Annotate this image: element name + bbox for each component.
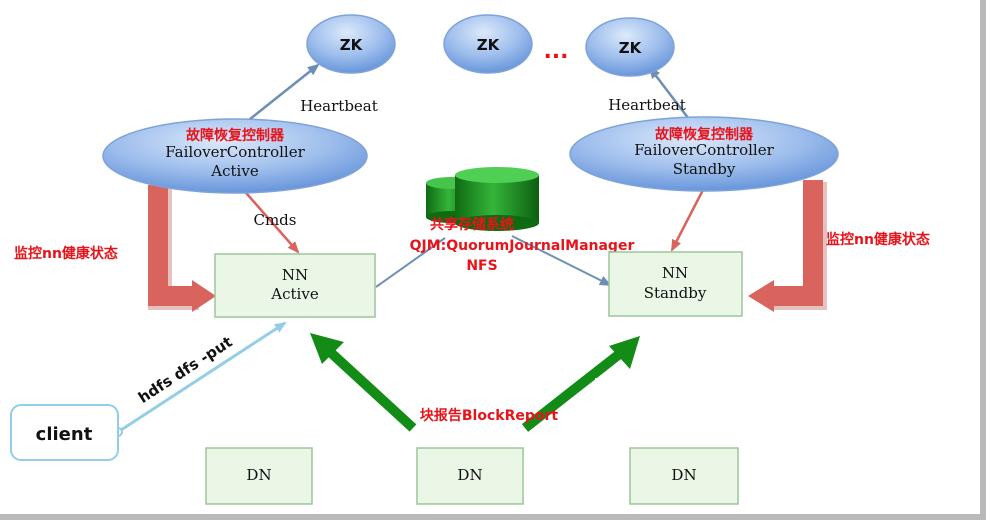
cmds-label: Cmds	[253, 211, 296, 229]
shared-storage-qjm: QJM:QuorumJournalManager	[410, 238, 635, 254]
namenode-line1: NN	[662, 264, 688, 282]
datanode-label: DN	[671, 466, 696, 484]
failover-title-cn: 故障恢复控制器	[186, 127, 285, 144]
shared-storage-database-icon	[426, 167, 539, 231]
datanode-2: DN	[416, 447, 524, 505]
zk-label: ZK	[477, 36, 501, 54]
failover-line2: Active	[210, 162, 259, 180]
failover-line2: Standby	[673, 160, 736, 178]
block-report-arrow-right	[521, 336, 640, 432]
zk-node-1: ZK	[306, 14, 396, 74]
namenode-standby: NN Standby	[608, 251, 743, 317]
client-put-arrow	[117, 321, 287, 434]
cmds-arrow-left	[239, 185, 300, 254]
datanode-3: DN	[629, 447, 739, 505]
heartbeat-label-left: Heartbeat	[300, 97, 378, 115]
datanode-label: DN	[457, 466, 482, 484]
client-node: client	[10, 404, 119, 461]
cmds-arrow-right	[670, 185, 707, 252]
failover-controller-active: 故障恢复控制器 FailoverController Active	[102, 118, 368, 194]
zk-ellipsis: ...	[543, 39, 568, 64]
editlog-arrow-standby	[511, 235, 612, 286]
shared-storage-title: 共享存储系统	[430, 216, 514, 233]
block-report-label: 块报告BlockReport	[420, 407, 559, 424]
heartbeat-arrow-left	[239, 63, 320, 128]
client-command-label: hdfs dfs -put	[135, 333, 236, 407]
datanode-label: DN	[246, 466, 271, 484]
monitor-arrow-right	[748, 180, 827, 312]
block-report-arrow-left	[310, 333, 417, 432]
zk-node-2: ZK	[443, 14, 533, 74]
zk-label: ZK	[340, 36, 364, 54]
monitor-arrow-left	[148, 185, 216, 312]
zk-label: ZK	[619, 39, 643, 57]
failover-line1: FailoverController	[634, 141, 774, 159]
monitor-label-right: 监控nn健康状态	[826, 231, 930, 248]
editlog-arrow-active	[375, 237, 446, 288]
shared-storage-nfs: NFS	[466, 258, 497, 274]
client-label: client	[36, 424, 93, 445]
failover-title-cn: 故障恢复控制器	[655, 126, 754, 143]
datanode-1: DN	[205, 447, 313, 505]
namenode-active: NN Active	[214, 253, 376, 318]
namenode-line1: NN	[282, 266, 308, 284]
heartbeat-label-right: Heartbeat	[608, 96, 686, 114]
failover-line1: FailoverController	[165, 143, 305, 161]
failover-controller-standby: 故障恢复控制器 FailoverController Standby	[569, 116, 839, 192]
zk-node-3: ZK	[585, 17, 675, 77]
namenode-line2: Active	[270, 285, 319, 303]
monitor-label-left: 监控nn健康状态	[14, 245, 118, 262]
namenode-line2: Standby	[644, 284, 707, 302]
